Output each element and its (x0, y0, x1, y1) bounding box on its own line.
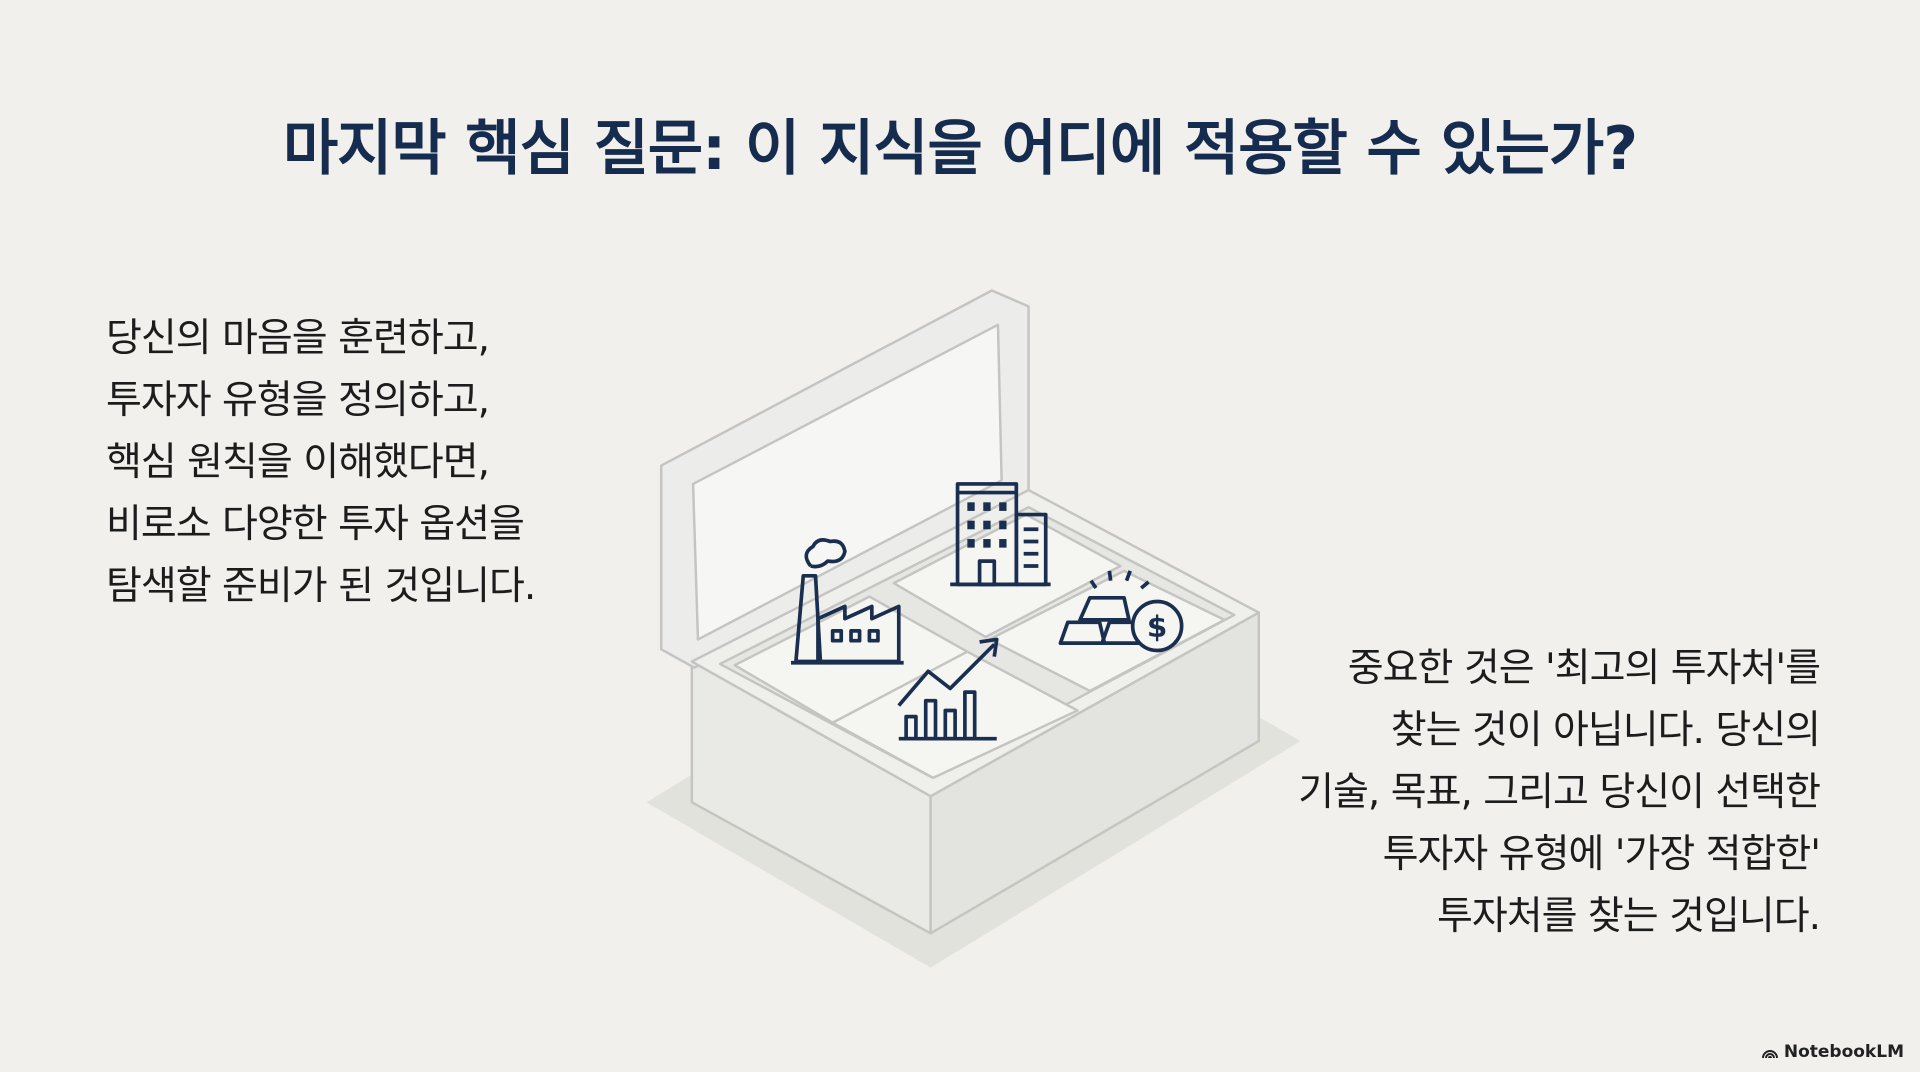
brand-label: NotebookLM (1783, 1042, 1904, 1062)
lid-inner-panel (691, 323, 1003, 641)
text-line: 탐색할 준비가 된 것입니다. (106, 564, 536, 609)
compartment-building (892, 513, 1122, 639)
office-building-icon (950, 482, 1051, 587)
conclusion-paragraph: 중요한 것은 '최고의 투자처'를 찾는 것이 아닙니다. 당신의 기술, 목표… (1298, 638, 1821, 948)
text-line: 투자자 유형에 '가장 적합한' (1382, 832, 1821, 877)
text-line: 비로소 다양한 투자 옵션을 (106, 502, 525, 547)
text-line: 핵심 원칙을 이해했다면, (106, 440, 490, 485)
text-line: 당신의 마음을 훈련하고, (106, 316, 490, 361)
text-line: 투자자 유형을 정의하고, (106, 378, 490, 423)
notebooklm-logo-icon (1761, 1050, 1778, 1059)
intro-paragraph: 당신의 마음을 훈련하고, 투자자 유형을 정의하고, 핵심 원칙을 이해했다면… (106, 308, 536, 618)
factory-icon (791, 538, 904, 665)
text-line: 중요한 것은 '최고의 투자처'를 (1347, 646, 1821, 691)
page-title: 마지막 핵심 질문: 이 지식을 어디에 적용할 수 있는가? (282, 114, 1638, 184)
text-line: 기술, 목표, 그리고 당신이 선택한 (1298, 770, 1821, 815)
text-line: 찾는 것이 아닙니다. 당신의 (1390, 708, 1821, 753)
text-line: 투자처를 찾는 것입니다. (1437, 894, 1821, 939)
dollar-sign: $ (1147, 610, 1167, 644)
gold-bars-dollar-icon (1058, 570, 1184, 653)
notebooklm-watermark: NotebookLM (1761, 1042, 1904, 1062)
growth-chart-icon (897, 637, 999, 741)
